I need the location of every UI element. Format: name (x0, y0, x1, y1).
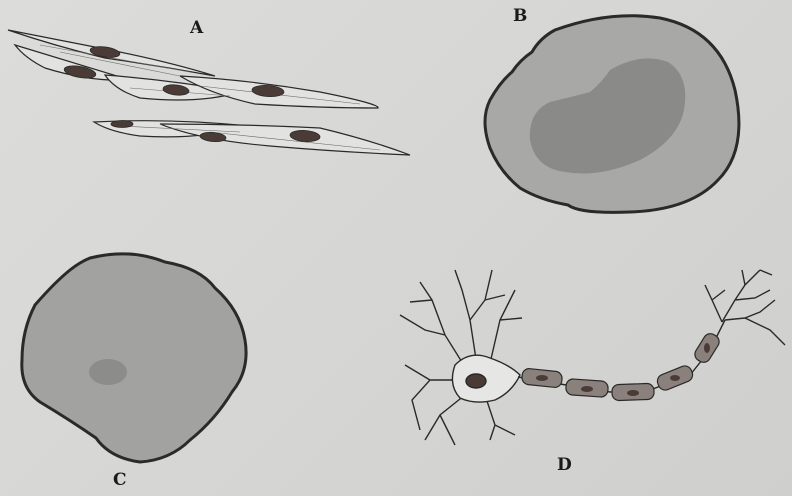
spindle-cell-6 (160, 124, 410, 155)
nucleus-icon (63, 64, 96, 80)
cell-c-nucleus (89, 359, 127, 385)
nucleus-icon (89, 45, 120, 59)
nucleus-icon (670, 375, 680, 381)
panel-a-spindle-cells (8, 30, 410, 155)
nucleus-icon (466, 374, 486, 388)
panel-b-cell (485, 16, 739, 213)
panel-d-neuron (400, 270, 785, 445)
nucleus-icon (111, 121, 133, 128)
cell-c-membrane (22, 254, 246, 462)
panel-c-cell (22, 254, 246, 462)
myelin-sheath (521, 331, 721, 401)
label-d: D (557, 455, 572, 475)
label-b: B (513, 6, 527, 26)
axon-terminals (705, 270, 785, 345)
nucleus-icon (627, 390, 639, 396)
label-c: C (113, 470, 127, 490)
nucleus-icon (704, 343, 710, 353)
label-a: A (190, 18, 203, 38)
nucleus-icon (536, 375, 548, 381)
dendrites (400, 270, 522, 445)
nucleus-icon (581, 386, 593, 392)
